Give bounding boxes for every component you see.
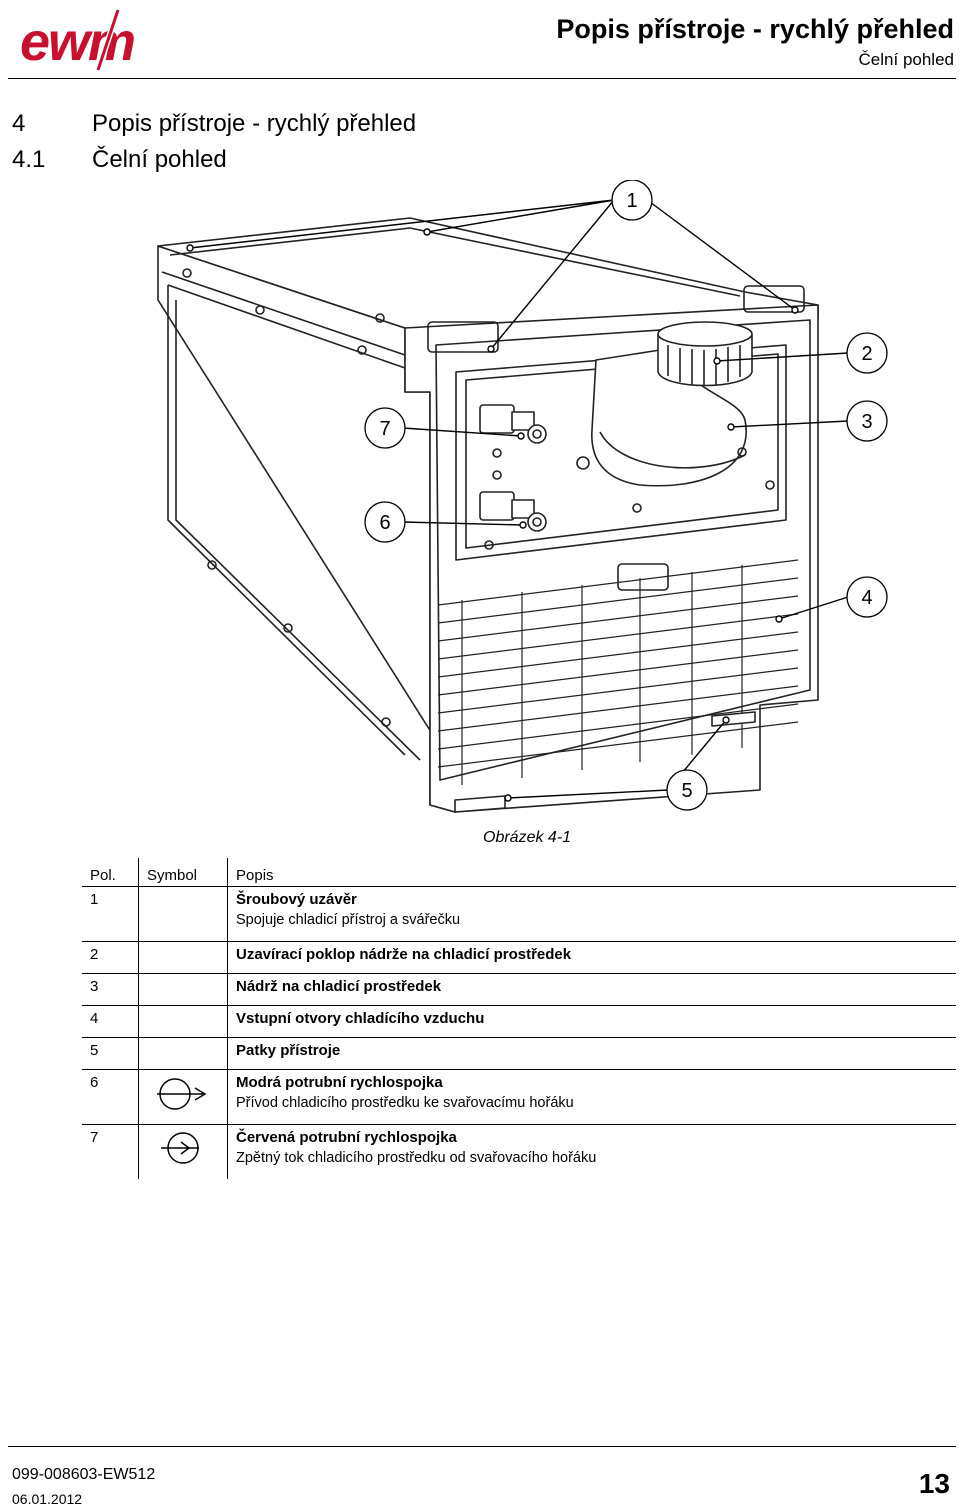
section-number: 4 <box>12 110 26 137</box>
callout-6: 6 <box>364 501 406 543</box>
subsection-title: Čelní pohled <box>92 146 227 173</box>
row-pos: 5 <box>82 1037 139 1070</box>
row-title: Modrá potrubní rychlospojka <box>236 1074 443 1091</box>
row-pos: 2 <box>82 941 139 974</box>
row-pos: 1 <box>90 891 99 908</box>
table-row: 4 Vstupní otvory chladícího vzduchu <box>82 1005 956 1038</box>
svg-text:7: 7 <box>379 418 390 440</box>
svg-text:4: 4 <box>861 587 872 609</box>
header-symbol: Symbol <box>138 858 228 887</box>
row-detail: Spojuje chladicí přístroj a svářečku <box>236 912 461 928</box>
row-symbol <box>138 1037 228 1070</box>
svg-text:2: 2 <box>861 343 872 365</box>
row-detail: Zpětný tok chladicího prostředku od svař… <box>236 1150 597 1166</box>
cooling-unit-drawing: 1 2 3 4 5 6 7 <box>157 180 888 813</box>
svg-text:6: 6 <box>379 512 390 534</box>
row-symbol <box>138 941 228 974</box>
table-row: 2 Uzavírací poklop nádrže na chladicí pr… <box>82 941 956 974</box>
section-title: Popis přístroje - rychlý přehled <box>92 110 417 137</box>
callout-2: 2 <box>846 332 888 374</box>
row-symbol <box>138 1124 228 1179</box>
callout-5: 5 <box>666 769 708 811</box>
subsection-number: 4.1 <box>12 146 46 173</box>
row-title: Šroubový uzávěr <box>236 891 357 908</box>
row-detail: Přívod chladicího prostředku ke svařovac… <box>236 1095 574 1111</box>
row-symbol <box>138 886 228 942</box>
row-title: Patky přístroje <box>236 1042 341 1059</box>
header-subtitle: Čelní pohled <box>858 50 954 69</box>
row-title: Vstupní otvory chladícího vzduchu <box>236 1010 485 1027</box>
header-desc: Popis <box>227 858 956 887</box>
page-number: 13 <box>918 1468 950 1499</box>
row-title: Nádrž na chladicí prostředek <box>236 978 442 995</box>
row-symbol <box>138 1069 228 1125</box>
coolant-outflow-icon <box>157 1078 207 1110</box>
document-number: 099-008603-EW512 <box>12 1466 156 1483</box>
row-symbol <box>138 973 228 1006</box>
row-symbol <box>138 1005 228 1038</box>
callout-3: 3 <box>846 400 888 442</box>
footer-rule <box>8 1446 956 1447</box>
header-rule <box>8 78 956 79</box>
row-pos: 3 <box>82 973 139 1006</box>
row-title: Červená potrubní rychlospojka <box>236 1129 457 1146</box>
row-pos: 7 <box>82 1124 139 1179</box>
table-row: 5 Patky přístroje <box>82 1037 956 1070</box>
table-row: 3 Nádrž na chladicí prostředek <box>82 973 956 1006</box>
row-title: Uzavírací poklop nádrže na chladicí pros… <box>236 946 572 963</box>
document-date: 06.01.2012 <box>12 1491 83 1507</box>
svg-text:5: 5 <box>681 780 692 802</box>
callout-7: 7 <box>364 407 406 449</box>
callout-4: 4 <box>846 576 888 618</box>
row-pos: 6 <box>82 1069 139 1125</box>
coolant-return-icon <box>161 1132 199 1164</box>
svg-text:1: 1 <box>626 190 637 212</box>
row-pos: 4 <box>82 1005 139 1038</box>
header-title: Popis přístroje - rychlý přehled <box>556 14 954 44</box>
figure-caption: Obrázek 4-1 <box>483 829 572 846</box>
header-pos: Pol. <box>82 858 139 887</box>
svg-text:3: 3 <box>861 411 872 433</box>
callout-1: 1 <box>611 180 653 221</box>
ewm-logo: ewm <box>20 9 136 72</box>
